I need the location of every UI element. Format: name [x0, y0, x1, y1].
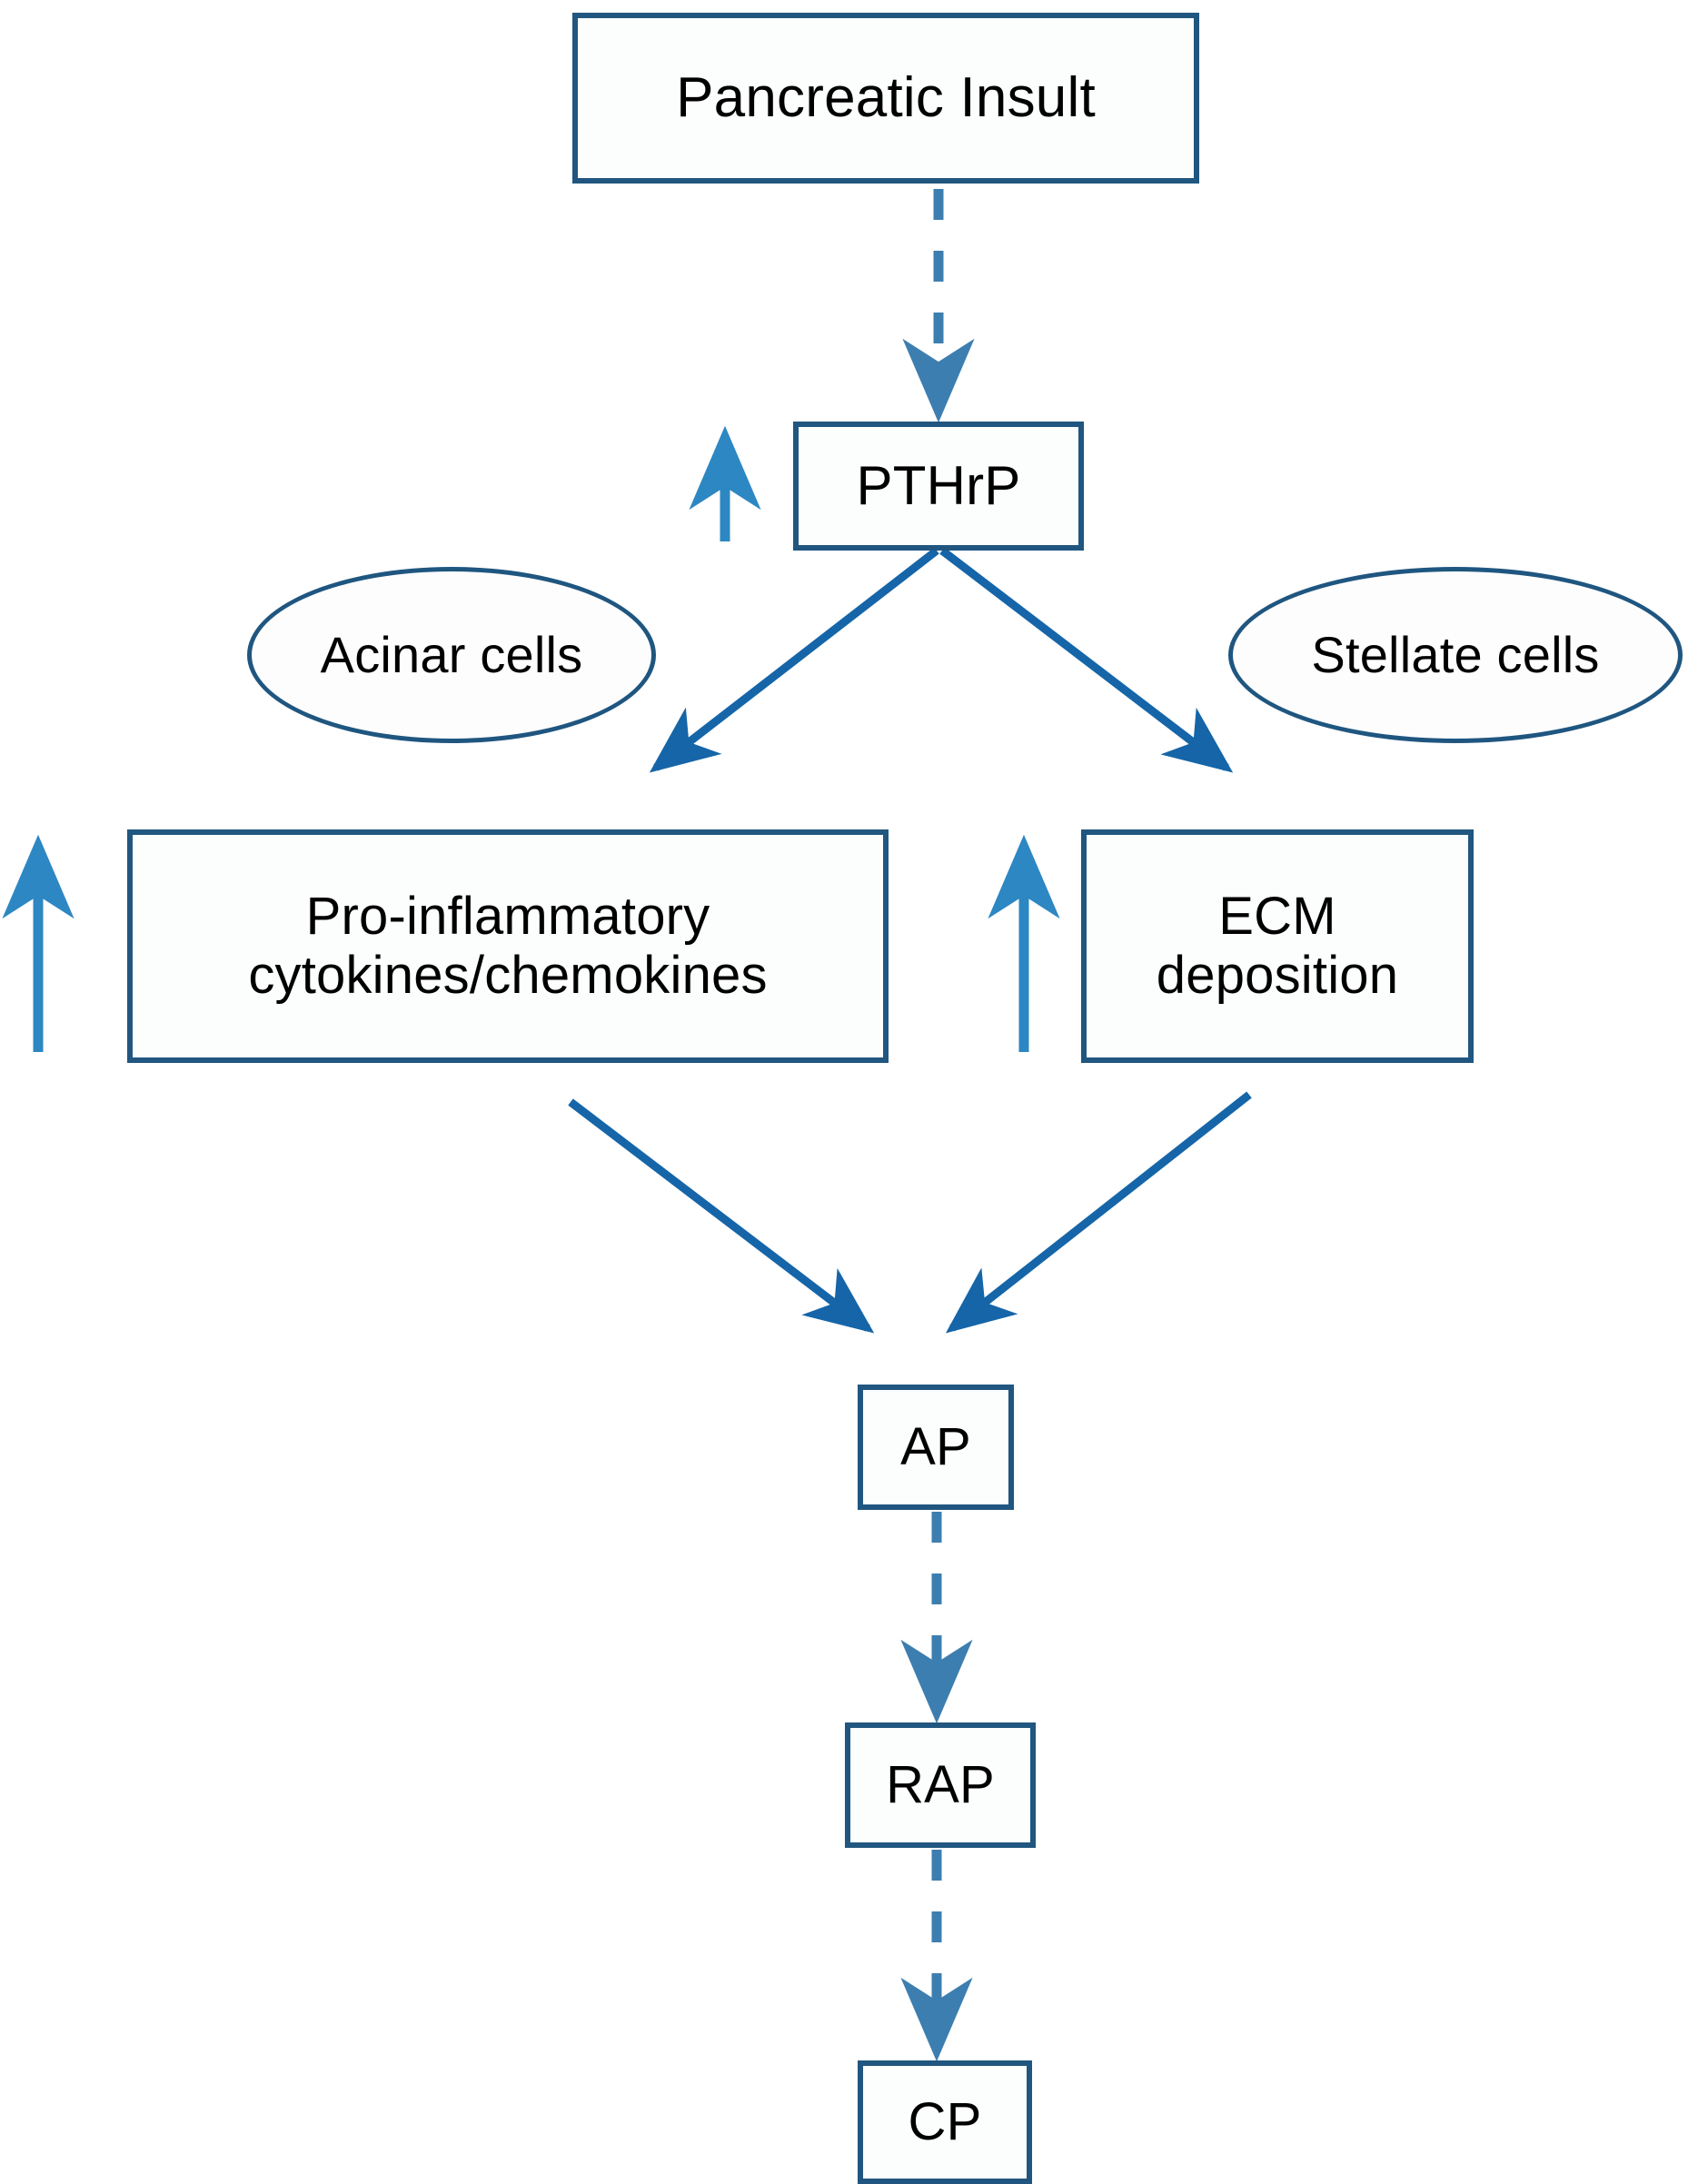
node-rap-label: RAP — [886, 1754, 995, 1814]
node-ap-label: AP — [900, 1416, 971, 1476]
node-stellate-cells-label: Stellate cells — [1311, 625, 1600, 683]
node-proinflammatory-cytokines[interactable]: Pro-inflammatory cytokines/chemokines — [127, 829, 889, 1063]
node-cp[interactable]: CP — [858, 2060, 1032, 2184]
node-ecm-deposition[interactable]: ECM deposition — [1081, 829, 1474, 1063]
node-rap[interactable]: RAP — [845, 1722, 1036, 1848]
node-ap[interactable]: AP — [858, 1385, 1014, 1510]
edge-pthrp-to-proinflammatory — [649, 547, 939, 773]
edge-pthrp-to-ecm — [939, 547, 1234, 773]
node-cp-label: CP — [908, 2091, 982, 2151]
node-pancreatic-insult[interactable]: Pancreatic Insult — [572, 13, 1199, 184]
node-pthrp[interactable]: PTHrP — [793, 422, 1084, 551]
node-pthrp-label: PTHrP — [856, 455, 1021, 517]
node-pancreatic-insult-label: Pancreatic Insult — [676, 66, 1096, 130]
edge-proinflammatory-to-ap — [568, 1098, 875, 1334]
node-acinar-cells-label: Acinar cells — [320, 625, 583, 683]
node-acinar-cells[interactable]: Acinar cells — [247, 567, 656, 743]
node-proinflammatory-cytokines-label: Pro-inflammatory cytokines/chemokines — [248, 886, 768, 1005]
node-ecm-deposition-label: ECM deposition — [1156, 886, 1399, 1005]
edge-ecm-to-ap — [945, 1091, 1252, 1334]
node-stellate-cells[interactable]: Stellate cells — [1228, 567, 1683, 743]
